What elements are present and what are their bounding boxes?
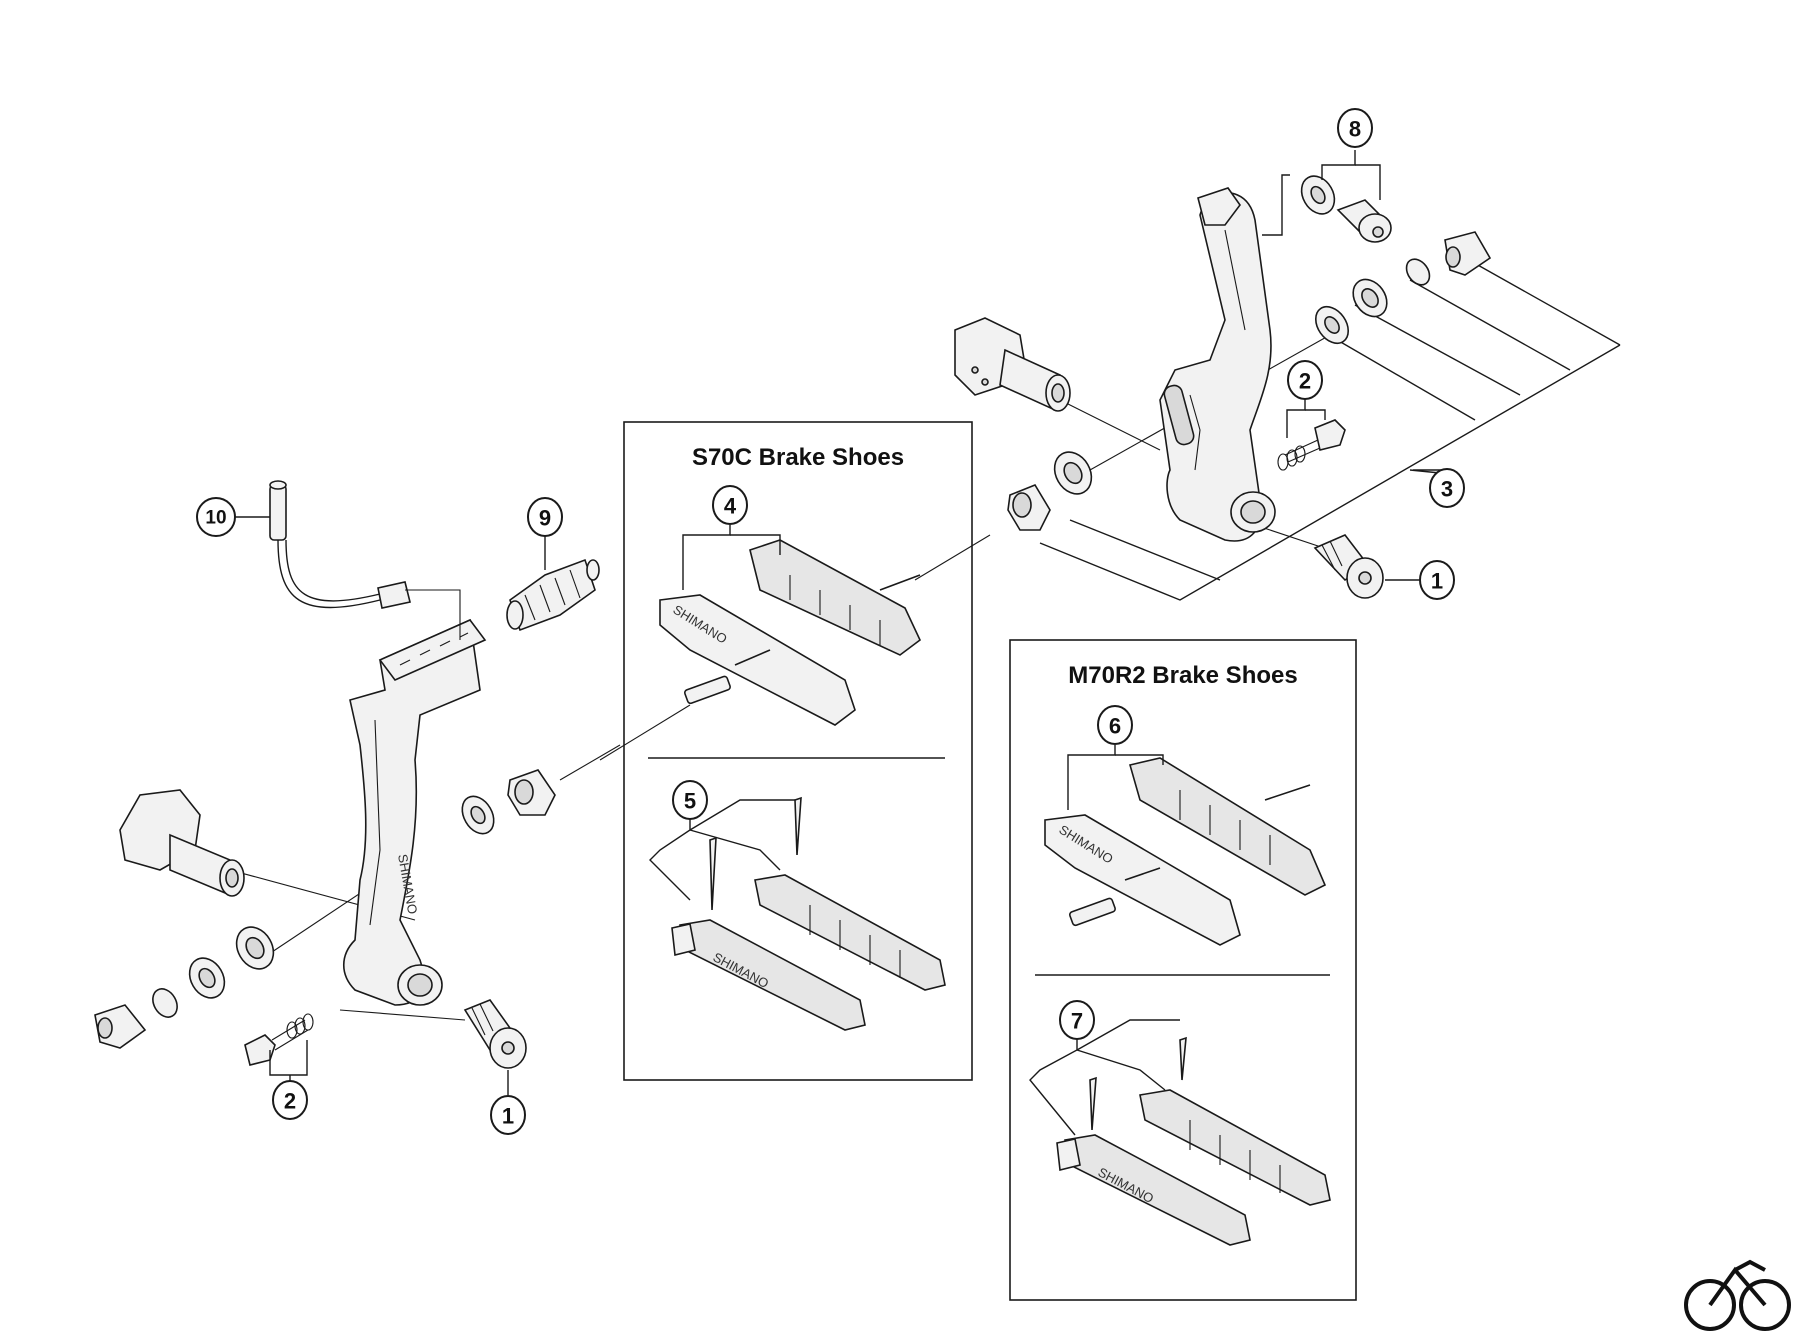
cable-fixing-bolt — [1300, 175, 1392, 243]
m70r2-cartridge-set: SHIMANO — [1056, 1036, 1331, 1246]
bicycle-icon — [1684, 1259, 1791, 1331]
lead-pipe — [269, 480, 411, 609]
right-washer-stack — [1314, 231, 1492, 345]
s70c-cartridge-set: SHIMANO — [671, 796, 946, 1031]
callout-9: 9 — [527, 497, 563, 537]
svg-text:3: 3 — [1441, 477, 1453, 502]
svg-text:8: 8 — [1349, 117, 1361, 142]
svg-text:4: 4 — [724, 494, 737, 519]
s70c-brake-shoes-box: S70C Brake Shoes SHIMANO SHIMANO — [623, 421, 991, 1081]
left-pivot-housing — [119, 789, 245, 897]
callout-5: 5 — [672, 780, 708, 820]
callout-1-right: 1 — [1419, 560, 1455, 600]
callout-8: 8 — [1337, 108, 1373, 148]
pivot-spring-housing — [954, 317, 1071, 412]
s70c-shoe-set: SHIMANO — [659, 539, 922, 726]
left-brake-arm — [342, 618, 481, 1006]
right-fixing-bolt — [1313, 534, 1384, 599]
svg-text:10: 10 — [205, 508, 226, 529]
callout-7: 7 — [1059, 1000, 1095, 1040]
svg-text:2: 2 — [1299, 369, 1311, 394]
m70r2-box-title: M70R2 Brake Shoes — [1068, 662, 1297, 689]
callout-4: 4 — [712, 485, 748, 525]
svg-text:6: 6 — [1109, 714, 1121, 739]
svg-text:1: 1 — [1431, 569, 1443, 594]
svg-text:5: 5 — [684, 789, 696, 814]
svg-text:9: 9 — [539, 506, 551, 531]
cable-boot — [506, 558, 600, 632]
callout-6: 6 — [1097, 705, 1133, 745]
left-brake-arm-assembly: SHIMANO — [94, 480, 691, 1076]
callout-10: 10 — [196, 497, 236, 537]
callout-1-left: 1 — [490, 1095, 526, 1135]
left-washer-stack — [94, 926, 275, 1049]
right-brake-arm-assembly — [954, 174, 1621, 601]
svg-text:7: 7 — [1071, 1009, 1083, 1034]
m70r2-shoe-set: SHIMANO — [1044, 757, 1327, 946]
left-fixing-bolt — [463, 999, 527, 1069]
right-tension-screw — [1277, 419, 1346, 471]
right-brake-arm — [1159, 192, 1272, 542]
m70r2-brake-shoes-box: M70R2 Brake Shoes SHIMANO SHIMANO — [1009, 639, 1357, 1301]
svg-text:2: 2 — [284, 1089, 296, 1114]
left-tension-screw — [244, 1013, 314, 1066]
svg-text:1: 1 — [502, 1104, 514, 1129]
callout-2-right: 2 — [1287, 360, 1323, 400]
callout-3: 3 — [1429, 468, 1465, 508]
s70c-box-title: S70C Brake Shoes — [692, 444, 904, 471]
callout-2-left: 2 — [272, 1080, 308, 1120]
